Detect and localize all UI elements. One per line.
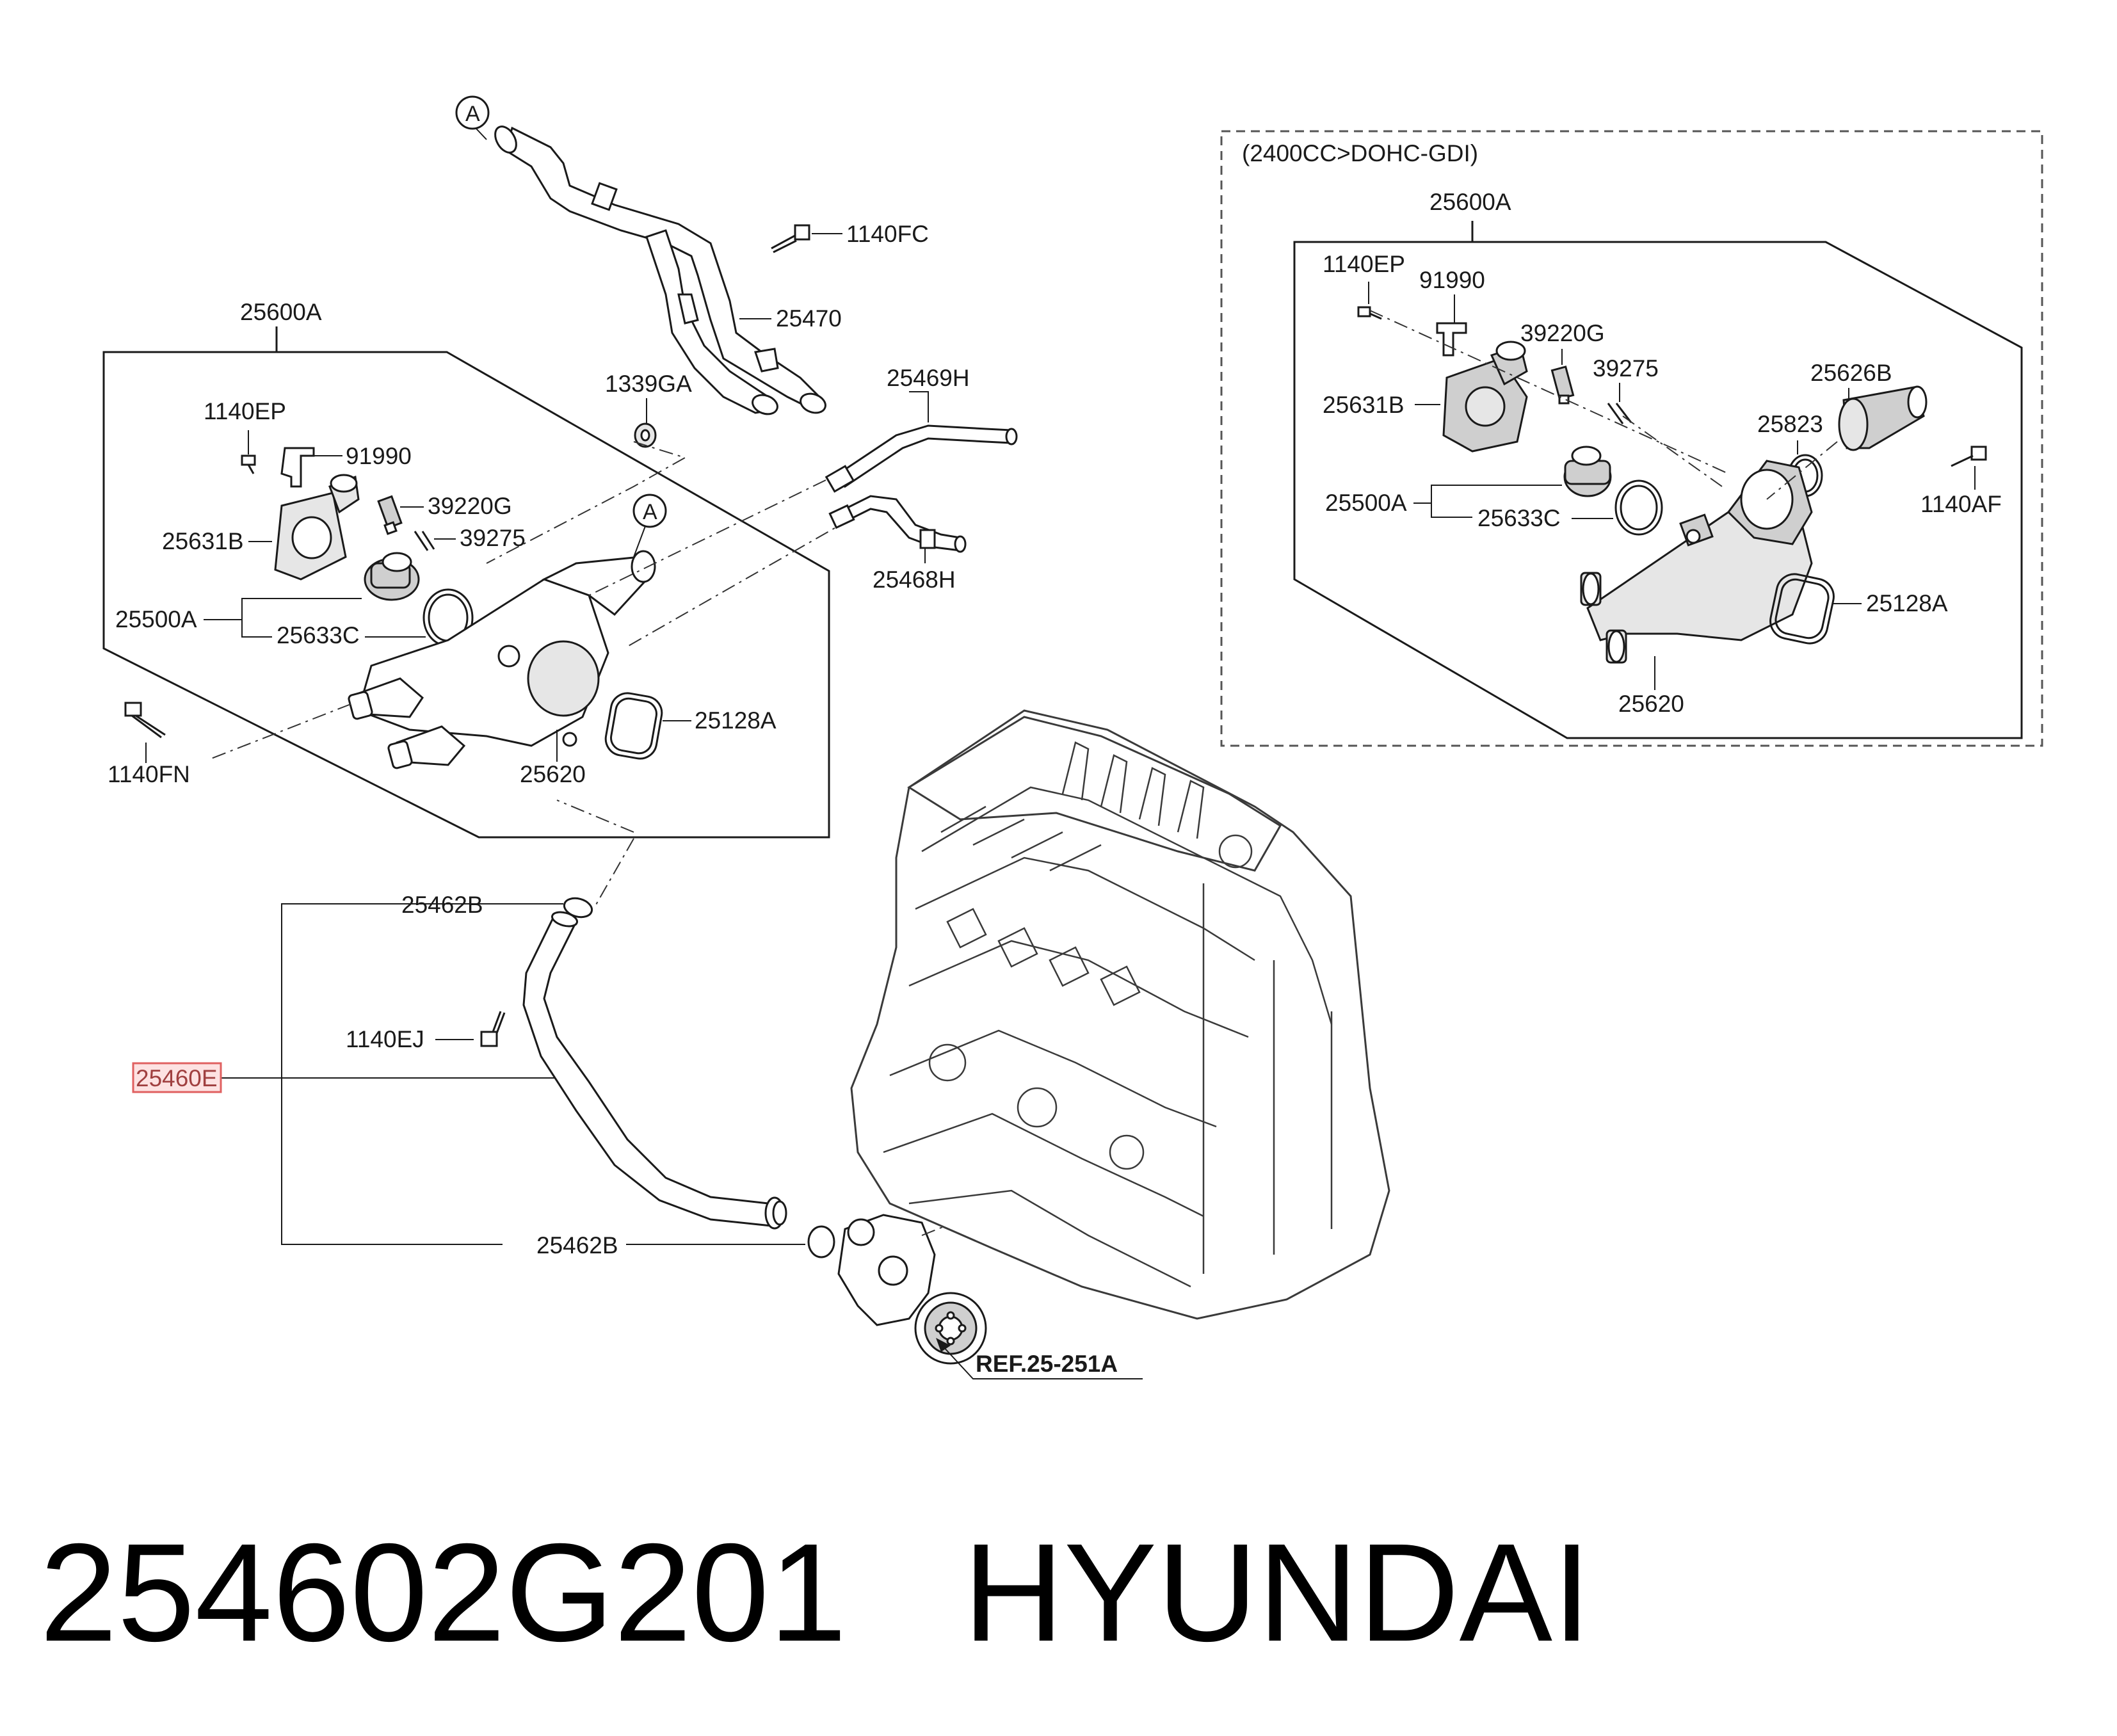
label-25128A-variant: 25128A (1866, 590, 1948, 616)
label-25600A-main: 25600A (240, 299, 322, 325)
label-25633C-variant: 25633C (1477, 505, 1561, 531)
hose-bracket-line (281, 903, 563, 1245)
label-25462B-top: 25462B (401, 892, 483, 918)
clip-39275-main (414, 531, 435, 551)
label-25128A-main: 25128A (695, 707, 777, 734)
hose-25460E (522, 911, 787, 1230)
pipe-25470 (494, 125, 826, 415)
svg-text:A: A (465, 102, 480, 126)
label-25468H: 25468H (873, 567, 956, 593)
grommet-1339GA (634, 422, 657, 448)
bracket-91990-main (280, 447, 315, 488)
label-25620-variant: 25620 (1618, 691, 1684, 717)
variant-box: (2400CC>DOHC-GDI) 25600A 1140EP 91990 39… (1220, 130, 2043, 747)
svg-text:A: A (643, 500, 657, 524)
label-25500A-variant: 25500A (1325, 490, 1407, 516)
variant-box-title: (2400CC>DOHC-GDI) (1242, 140, 1478, 166)
label-25600A-variant: 25600A (1429, 189, 1511, 215)
label-25620-main: 25620 (520, 761, 586, 787)
bolt-1140FN (124, 702, 166, 739)
label-1339GA: 1339GA (605, 371, 692, 397)
highlight-box-25460E (132, 1062, 222, 1093)
variant-assembly-outline (1293, 241, 2023, 739)
bolt-1140AF (1951, 446, 1987, 467)
main-assembly-outline (102, 351, 830, 839)
footer-title: 254602G201 HYUNDAI (40, 1523, 1591, 1663)
gasket-25128A-main (604, 692, 663, 760)
label-91990-variant: 91990 (1419, 267, 1485, 293)
label-1140FC: 1140FC (846, 221, 929, 247)
thermostat-25500A-variant (1563, 446, 1612, 497)
main-assembly-group: 25600A 1140EP 91990 39220G 39275 25631B (102, 299, 852, 906)
label-25631B-main: 25631B (162, 528, 244, 554)
footer-part-number: 254602G201 (40, 1515, 847, 1671)
thermostat-25500A-main (364, 552, 420, 601)
oring-25462B-bottom (807, 1225, 835, 1258)
water-pump (837, 1214, 987, 1365)
bolt-1140EP-variant (1357, 306, 1382, 320)
engine-block (850, 709, 1390, 1320)
oring-25462B-top (563, 897, 593, 919)
housing-25620-variant (1580, 460, 1813, 664)
bracket-91990-variant (1436, 322, 1467, 357)
label-25631B-variant: 25631B (1323, 392, 1405, 418)
ref-label: REF.25-251A (976, 1351, 1118, 1377)
label-1140EP-variant: 1140EP (1323, 251, 1405, 277)
flange-25631B-variant (1442, 341, 1528, 453)
sensor-39220G-main (377, 495, 403, 535)
label-39275-main: 39275 (460, 525, 526, 551)
label-1140AF: 1140AF (1920, 491, 2002, 517)
bolt-1140FC (771, 224, 810, 253)
ref-arrow (936, 1338, 1143, 1379)
pipe-25468H (828, 495, 967, 553)
label-25462B-bottom: 25462B (536, 1232, 618, 1258)
label-25823: 25823 (1757, 411, 1823, 437)
flange-25631B-main (274, 474, 360, 581)
label-39275-variant: 39275 (1593, 355, 1659, 382)
oring-25633C-variant (1614, 479, 1663, 536)
callout-a-top (455, 95, 490, 130)
footer-brand: HYUNDAI (963, 1515, 1591, 1671)
label-25460E[interactable]: 25460E (136, 1065, 218, 1091)
label-39220G-variant: 39220G (1520, 320, 1605, 346)
label-25633C-main: 25633C (277, 622, 360, 648)
bolt-1140EP-main (241, 454, 256, 474)
outlet-25626B (1838, 385, 1928, 451)
sensor-39220G-variant (1550, 366, 1575, 405)
gasket-25128A-variant (1769, 573, 1835, 645)
label-25469H: 25469H (887, 365, 970, 391)
label-25500A-main: 25500A (115, 606, 197, 632)
clip-39275-variant (1607, 403, 1632, 424)
bolt-1140EJ (480, 1011, 506, 1047)
label-1140EJ: 1140EJ (346, 1026, 424, 1052)
callout-a-housing (632, 494, 667, 528)
label-1140EP-main: 1140EP (204, 398, 286, 424)
label-1140FN: 1140FN (108, 761, 190, 787)
label-25626B: 25626B (1810, 360, 1892, 386)
variant-box-outline (1220, 130, 2043, 747)
label-25470: 25470 (776, 305, 842, 332)
label-39220G-main: 39220G (428, 493, 512, 519)
pipe-25469H (825, 424, 1018, 493)
label-91990-main: 91990 (346, 443, 412, 469)
